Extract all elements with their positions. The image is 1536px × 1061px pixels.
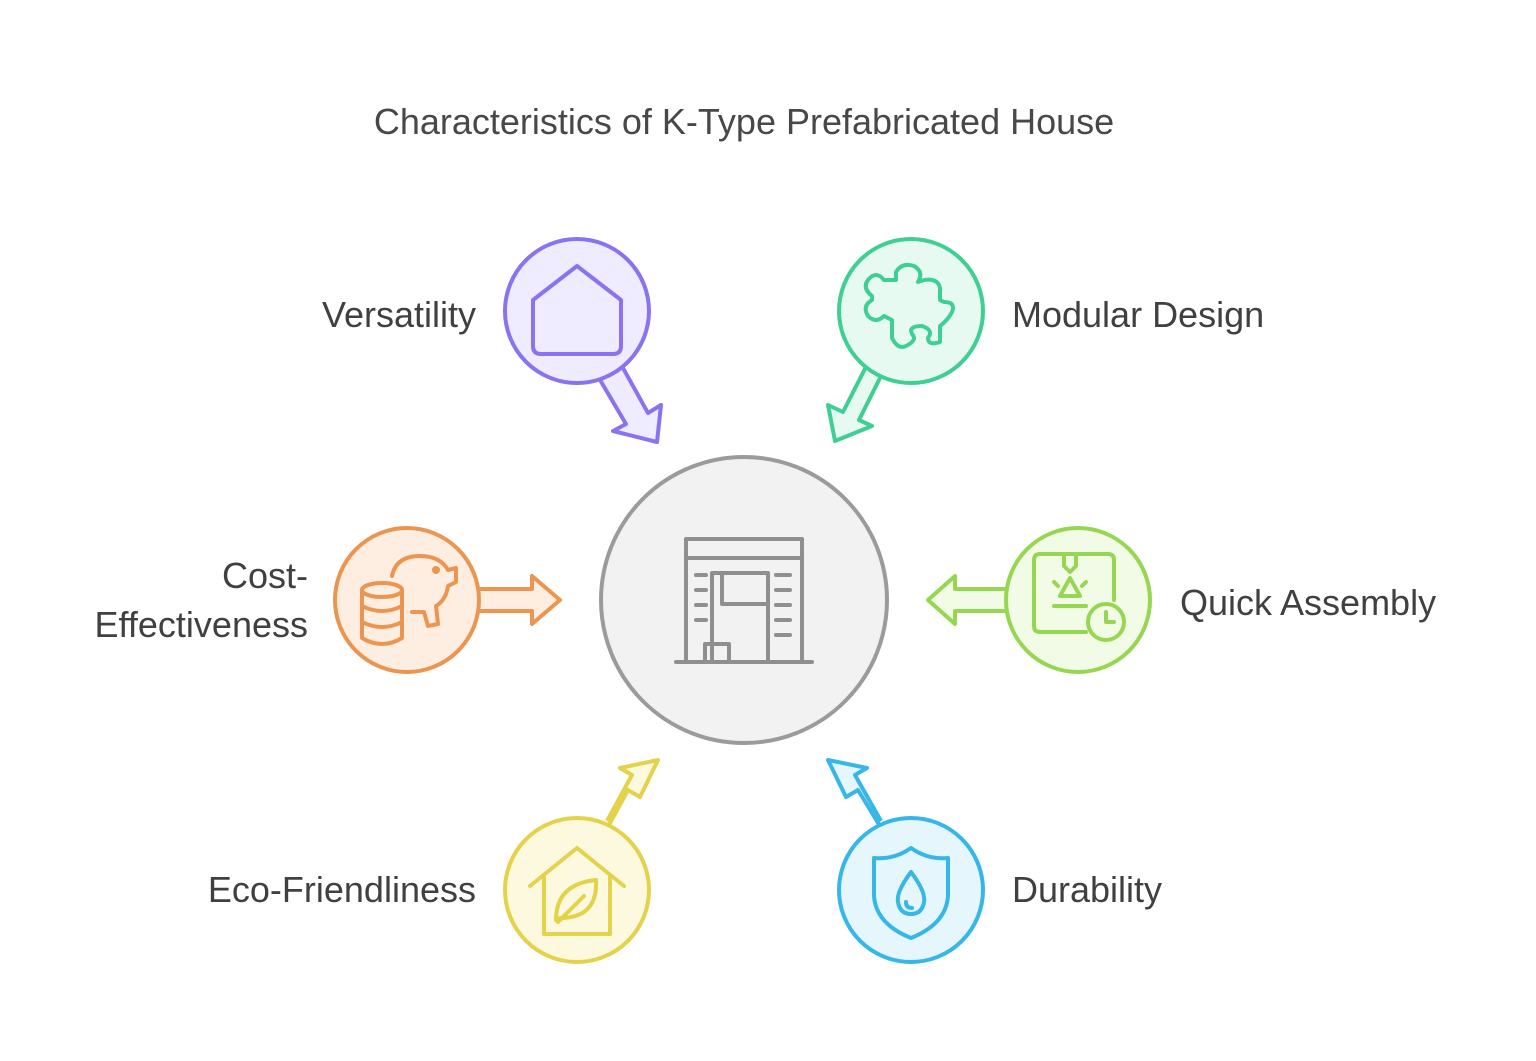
node-durability: Durability [826, 758, 1162, 964]
label-cost-line2: Effectiveness [95, 604, 308, 645]
label-eco-friendliness: Eco-Friendliness [208, 869, 476, 910]
center-node [599, 455, 889, 745]
shield-drop-icon [872, 846, 950, 940]
arrow-versatility [591, 358, 663, 444]
label-versatility: Versatility [322, 294, 476, 335]
arrow-cost-effectiveness [470, 574, 562, 626]
arrow-modular-design [826, 354, 890, 443]
label-cost-line1: Cost- [222, 555, 308, 596]
node-eco-friendliness: Eco-Friendliness [208, 758, 660, 964]
assembly-timer-icon [1032, 552, 1126, 642]
arrow-quick-assembly [926, 574, 1012, 626]
house-icon [531, 264, 623, 356]
building-icon [674, 537, 814, 664]
circle-quick-assembly [1004, 526, 1152, 674]
node-modular-design: Modular Design [826, 237, 1264, 443]
puzzle-icon [863, 262, 955, 349]
circle-eco-friendliness [503, 816, 651, 964]
label-durability: Durability [1012, 869, 1162, 910]
circle-durability [837, 816, 985, 964]
piggy-bank-icon [360, 554, 458, 646]
diagram-title: Characteristics of K-Type Prefabricated … [374, 101, 1114, 142]
eco-house-icon [528, 846, 626, 936]
center-circle [599, 455, 889, 745]
node-quick-assembly: Quick Assembly [926, 526, 1436, 674]
arrow-eco-friendliness [601, 758, 660, 837]
arrow-durability [826, 758, 888, 838]
node-versatility: Versatility [322, 237, 663, 444]
label-modular-design: Modular Design [1012, 294, 1264, 335]
circle-cost-effectiveness [333, 526, 481, 674]
node-cost-effectiveness: Cost- Effectiveness [95, 526, 562, 674]
label-quick-assembly: Quick Assembly [1180, 582, 1436, 623]
